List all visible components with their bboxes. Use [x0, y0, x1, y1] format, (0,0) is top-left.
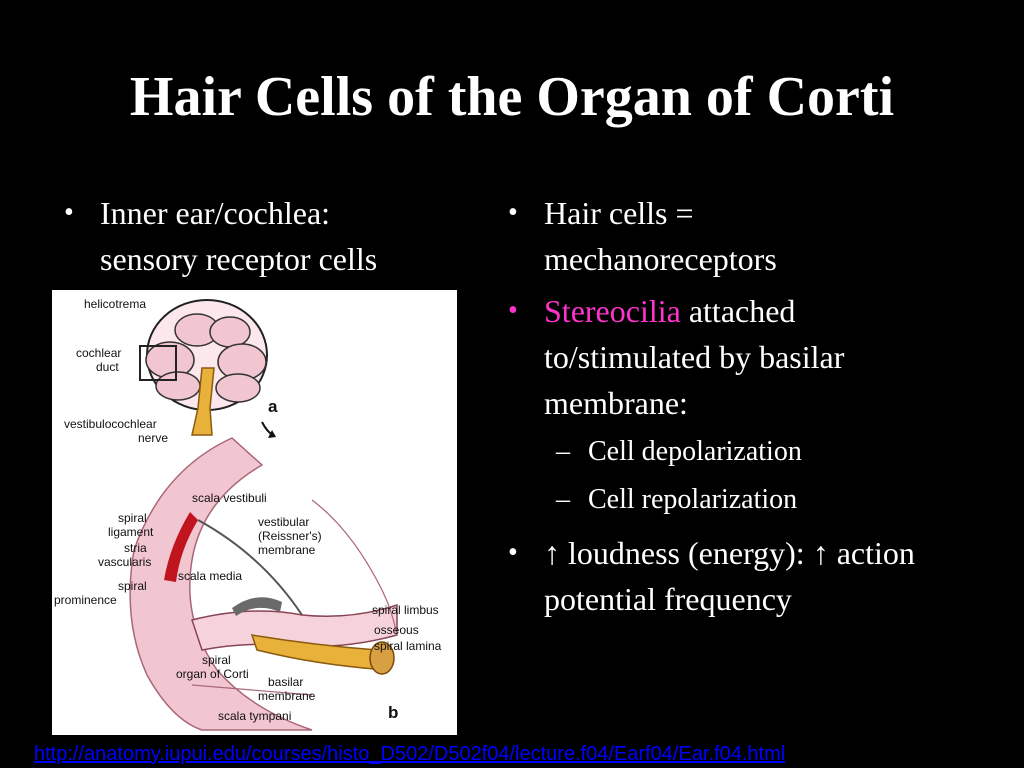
cochlear-turn: [209, 316, 251, 348]
sub-bullet-text: Cell depolarization: [588, 436, 802, 467]
label-helicotrema: helicotrema: [84, 297, 146, 311]
cochlear-duct-detail: [129, 437, 398, 731]
bullet-text: to/stimulated by basilar: [544, 339, 845, 375]
label-osseous: osseous: [374, 623, 419, 637]
sub-bullet-dash: –: [556, 484, 570, 515]
label-cochlear: cochlear: [76, 346, 121, 360]
bullet-text: Hair cells =: [544, 195, 694, 231]
stria-vascularis-shape: [164, 512, 198, 582]
label-scala-tympani: scala tympani: [218, 709, 291, 723]
bullet-text: mechanoreceptors: [544, 241, 777, 277]
vestibulocochlear-nerve-shape: [191, 367, 215, 436]
tectorial-membrane-shape: [232, 597, 282, 616]
right-bullet-list: • Hair cells = mechanoreceptors • Stereo…: [500, 190, 1020, 628]
spiral-ligament-shape: [129, 437, 313, 731]
label-spiral: spiral: [118, 511, 147, 525]
label-vestibular: vestibular: [258, 515, 309, 529]
label-prominence: prominence: [54, 593, 117, 607]
sub-bullet-item: – Cell repolarization: [544, 476, 1020, 524]
bullet-dot: •: [508, 295, 518, 326]
basilar-membrane-line: [191, 684, 313, 696]
nerve-bundle: [369, 641, 395, 675]
cochlea-diagram-svg: helicotrema cochlear duct vestibulocochl…: [54, 297, 442, 731]
cochlear-turn: [155, 371, 201, 401]
label-basilar-membrane: membrane: [258, 689, 316, 703]
bullet-text: ↑ loudness (energy): ↑ action: [544, 535, 915, 571]
sub-bullet-dash: –: [556, 436, 570, 467]
sub-bullet-item: – Cell depolarization: [544, 428, 1020, 476]
label-organ-of-corti: organ of Corti: [176, 667, 249, 681]
cochlea-section: [139, 299, 268, 436]
label-vascularis: vascularis: [98, 555, 151, 569]
bullet-text: attached: [688, 293, 796, 329]
label-spiral-limbus: spiral limbus: [372, 603, 439, 617]
cochlea-diagram: helicotrema cochlear duct vestibulocochl…: [52, 290, 457, 735]
label-reissners: (Reissner's): [258, 529, 322, 543]
bullet-item-hair-cells: • Hair cells = mechanoreceptors: [500, 190, 1020, 282]
label-duct: duct: [96, 360, 119, 374]
label-spiral-3: spiral: [202, 653, 231, 667]
bullet-text: Inner ear/cochlea:: [100, 195, 331, 231]
bullet-text: potential frequency: [544, 581, 792, 617]
label-scala-vestibuli: scala vestibuli: [192, 491, 267, 505]
source-link[interactable]: http://anatomy.iupui.edu/courses/histo_D…: [34, 740, 1004, 768]
bullet-item-loudness: • ↑ loudness (energy): ↑ action potentia…: [500, 530, 1020, 622]
slide-title: Hair Cells of the Organ of Corti: [129, 66, 895, 128]
reissners-membrane-line: [197, 519, 303, 616]
osseous-boundary-line: [311, 499, 398, 636]
left-bullet-list: • Inner ear/cochlea: sensory receptor ce…: [56, 190, 476, 288]
label-nerve: nerve: [138, 431, 168, 445]
arrow-head-icon: [268, 430, 276, 438]
label-spiral-lamina: spiral lamina: [374, 639, 442, 653]
bullet-text: membrane:: [544, 385, 688, 421]
label-basilar: basilar: [268, 675, 303, 689]
bullet-dot: •: [508, 197, 518, 228]
detail-box: [139, 345, 177, 381]
cochlear-turn: [215, 373, 261, 403]
label-scala-media: scala media: [178, 569, 242, 583]
bullet-item: • Inner ear/cochlea: sensory receptor ce…: [56, 190, 476, 282]
stereocilia-highlight: Stereocilia: [544, 293, 681, 329]
label-vestibulocochlear: vestibulocochlear: [64, 417, 157, 431]
bullet-dot: •: [508, 537, 518, 568]
label-stria: stria: [124, 541, 147, 555]
sub-bullet-list: – Cell depolarization – Cell repolarizat…: [544, 428, 1020, 524]
bullet-dot: •: [64, 197, 74, 228]
label-membrane: membrane: [258, 543, 316, 557]
sub-bullet-text: Cell repolarization: [588, 484, 798, 515]
label-ligament: ligament: [108, 525, 154, 539]
panel-label-b: b: [388, 703, 398, 722]
panel-label-a: a: [268, 397, 278, 416]
label-spiral-2: spiral: [118, 579, 147, 593]
bullet-item-stereocilia: • Stereocilia attached to/stimulated by …: [500, 288, 1020, 524]
bullet-text: sensory receptor cells: [100, 241, 378, 277]
